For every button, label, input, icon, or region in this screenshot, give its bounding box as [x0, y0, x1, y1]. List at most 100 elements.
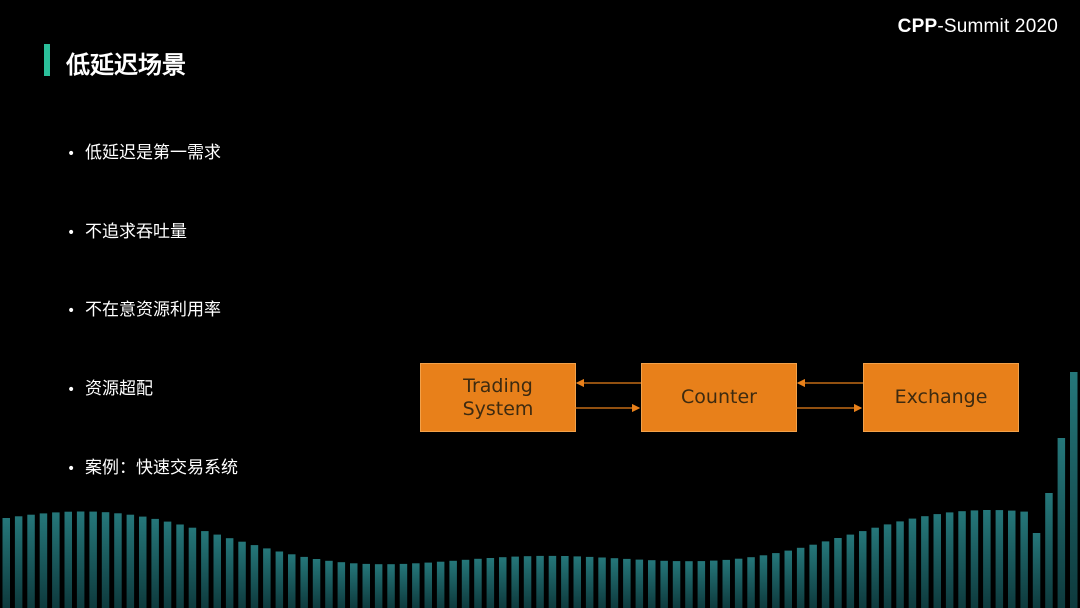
equalizer-bar	[548, 555, 557, 608]
brand-bold: CPP	[897, 16, 938, 37]
bullet-dot-icon: •	[67, 146, 76, 162]
equalizer-bar	[325, 560, 333, 608]
equalizer-bar	[573, 556, 581, 608]
equalizer-bar	[201, 531, 209, 608]
equalizer-bar	[163, 521, 172, 608]
equalizer-bar	[312, 559, 321, 608]
equalizer-bar	[871, 527, 879, 608]
equalizer-bar	[1070, 372, 1078, 608]
equalizer-bar	[300, 556, 308, 608]
bullet-text: 不追求吞吐量	[85, 222, 187, 242]
brand-rest: -Summit 2020	[937, 16, 1058, 37]
equalizer-bar	[734, 558, 743, 608]
equalizer-bar	[523, 556, 532, 608]
exchange-label: Exchange	[894, 386, 988, 408]
equalizer-bar	[1032, 533, 1041, 608]
equalizer-bar	[461, 559, 470, 608]
bullet-item: • 不追求吞吐量	[67, 217, 187, 242]
equalizer-bar	[176, 524, 184, 608]
equalizer-bar	[27, 514, 35, 608]
counter-label: Counter	[681, 386, 757, 408]
bullet-dot-icon: •	[67, 382, 76, 398]
equalizer-bar	[424, 562, 432, 608]
equalizer-bar	[288, 554, 296, 608]
equalizer-bar	[672, 561, 681, 608]
equalizer-bar	[958, 511, 966, 608]
equalizer-bar	[561, 556, 569, 608]
counter-box: Counter	[641, 363, 797, 432]
equalizer-bar	[1020, 511, 1028, 608]
equalizer-bar	[896, 521, 904, 608]
equalizer-bar	[747, 557, 755, 608]
equalizer-bar	[846, 534, 855, 608]
equalizer-bar	[685, 561, 693, 608]
equalizer-bar	[983, 510, 991, 608]
slide-title: 低延迟场景	[66, 51, 186, 79]
equalizer-bar	[486, 558, 495, 608]
equalizer-bar	[114, 513, 122, 608]
equalizer-bar	[809, 544, 817, 608]
title-accent-bar	[44, 44, 50, 76]
equalizer-bar	[188, 527, 197, 608]
equalizer-bar	[995, 510, 1004, 608]
equalizer-bar	[648, 560, 656, 608]
equalizer-bar	[337, 562, 346, 608]
equalizer-bar	[101, 512, 110, 608]
exchange-box: Exchange	[863, 363, 1019, 432]
equalizer-bar	[387, 564, 395, 608]
equalizer-bar	[250, 545, 259, 608]
bullet-dot-icon: •	[67, 225, 76, 241]
equalizer-bar	[213, 534, 221, 608]
equalizer-bar	[263, 548, 271, 608]
equalizer-bar	[449, 560, 457, 608]
equalizer-bar	[14, 516, 23, 608]
bullet-item: • 低延迟是第一需求	[67, 138, 221, 163]
equalizer-decoration	[2, 372, 1078, 608]
equalizer-bar	[610, 558, 619, 608]
equalizer-bar	[834, 538, 842, 608]
equalizer-bar	[623, 558, 631, 608]
equalizer-bar	[412, 563, 420, 608]
bullet-item: • 资源超配	[67, 374, 153, 399]
equalizer-bar	[697, 561, 706, 608]
equalizer-bar	[759, 555, 768, 608]
equalizer-bar	[2, 518, 10, 608]
equalizer-bar	[76, 511, 85, 608]
equalizer-bar	[139, 516, 147, 608]
trading-system-line2: System	[462, 397, 534, 420]
equalizer-bar	[399, 563, 408, 608]
equalizer-bar	[126, 514, 135, 608]
brand-logo: CPP-Summit 2020	[898, 16, 1058, 38]
equalizer-bar	[660, 560, 668, 608]
equalizer-bar	[275, 551, 284, 608]
equalizer-bar	[52, 512, 60, 608]
trading-system-box: Trading System	[420, 363, 576, 432]
equalizer-bar	[1057, 438, 1066, 608]
bullet-text: 低延迟是第一需求	[85, 143, 221, 163]
equalizer-bar	[722, 559, 730, 608]
equalizer-bar	[1008, 510, 1016, 608]
equalizer-bar	[598, 557, 606, 608]
equalizer-bar	[796, 547, 805, 608]
equalizer-bar	[821, 541, 830, 608]
equalizer-bar	[225, 538, 234, 608]
bullet-text: 资源超配	[85, 379, 153, 399]
equalizer-bar	[908, 518, 917, 608]
equalizer-bar	[585, 556, 594, 608]
bullet-dot-icon: •	[67, 303, 76, 319]
equalizer-bar	[859, 531, 867, 608]
trading-system-line1: Trading	[463, 374, 533, 397]
equalizer-bar	[772, 553, 780, 608]
equalizer-bar	[635, 559, 644, 608]
equalizer-bar	[350, 563, 358, 608]
equalizer-bar	[921, 516, 929, 608]
equalizer-bar	[89, 511, 97, 608]
bullet-text: 案例：快速交易系统	[85, 458, 238, 478]
equalizer-bar	[39, 513, 48, 608]
equalizer-bar	[374, 564, 383, 608]
equalizer-bar	[474, 558, 482, 608]
equalizer-bar	[511, 556, 519, 608]
equalizer-bar	[883, 524, 892, 608]
bullet-dot-icon: •	[67, 461, 76, 477]
